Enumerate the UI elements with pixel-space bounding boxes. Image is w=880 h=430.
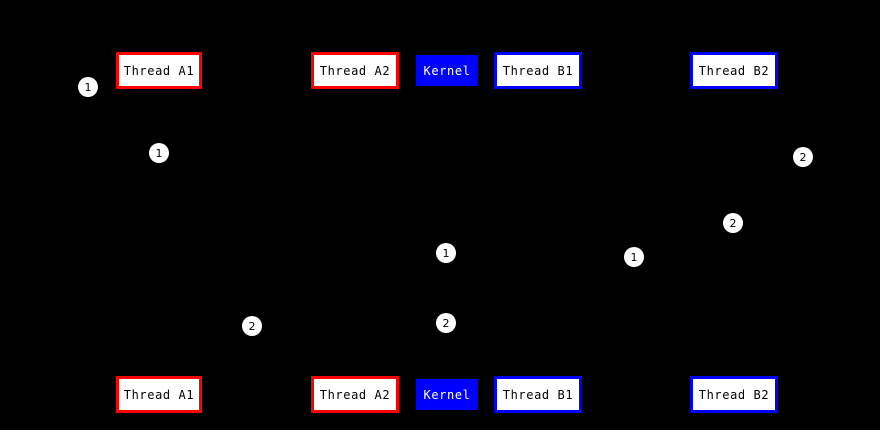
badge-a-2: 2	[242, 316, 262, 336]
participant-thread-b1-top[interactable]: Thread B1	[494, 52, 582, 89]
msg-6	[538, 257, 634, 258]
stub-bot-b2	[733, 373, 735, 376]
participant-thread-a2-bottom[interactable]: Thread A2	[311, 376, 399, 413]
stub-top-a2	[354, 88, 356, 91]
participant-label: Thread B1	[502, 63, 574, 78]
stub-top-b1	[537, 88, 539, 91]
msg-3	[734, 157, 804, 158]
badge-b2-entry: 2	[793, 147, 813, 167]
participant-thread-b2-bottom[interactable]: Thread B2	[690, 376, 778, 413]
stub-bot-a2	[354, 373, 356, 376]
lifeline-kernel	[447, 86, 448, 379]
participant-label: Kernel	[423, 387, 471, 402]
lifeline-thread-b1	[538, 89, 539, 376]
badge-kernel-1: 1	[436, 243, 456, 263]
participant-thread-b2-top[interactable]: Thread B2	[690, 52, 778, 89]
participant-label: Thread A1	[123, 63, 195, 78]
participant-label: Thread A2	[319, 63, 391, 78]
badge-kernel-2: 2	[436, 313, 456, 333]
participant-label: Thread B2	[698, 63, 770, 78]
stub-top-a1	[158, 88, 160, 91]
participant-label: Kernel	[423, 63, 471, 78]
participant-thread-b1-bottom[interactable]: Thread B1	[494, 376, 582, 413]
badge-a1-self: 1	[149, 143, 169, 163]
stub-top-b2	[733, 88, 735, 91]
participant-label: Thread A2	[319, 387, 391, 402]
participant-kernel-top[interactable]: Kernel	[416, 55, 478, 86]
badge-b1-1: 1	[624, 247, 644, 267]
stub-bot-a1	[158, 373, 160, 376]
participant-label: Thread A1	[123, 387, 195, 402]
participant-label: Thread B2	[698, 387, 770, 402]
lifeline-thread-a1	[159, 89, 160, 376]
participant-label: Thread B1	[502, 387, 574, 402]
lifeline-thread-a2	[355, 89, 356, 376]
participant-thread-a1-bottom[interactable]: Thread A1	[116, 376, 202, 413]
participant-thread-a2-top[interactable]: Thread A2	[311, 52, 399, 89]
participant-kernel-bottom[interactable]: Kernel	[416, 379, 478, 410]
stub-bot-b1	[537, 373, 539, 376]
msg-7	[252, 326, 356, 327]
participant-thread-a1-top[interactable]: Thread A1	[116, 52, 202, 89]
badge-a1-entry: 1	[78, 77, 98, 97]
badge-b2-self: 2	[723, 213, 743, 233]
